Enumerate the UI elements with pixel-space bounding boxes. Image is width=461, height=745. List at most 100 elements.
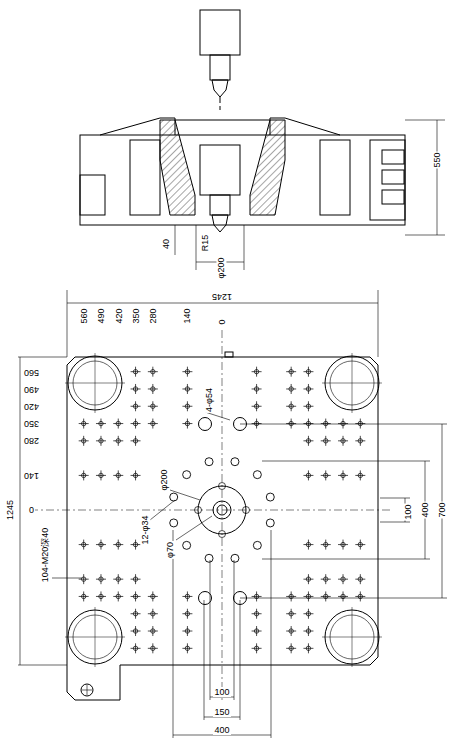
hole [118,470,119,480]
hole [135,643,136,653]
bolt-hole [253,471,261,479]
hole [187,384,188,394]
hole [187,401,188,411]
hole [343,436,344,446]
hole [187,419,188,429]
center-line [95,353,96,413]
hole [100,540,101,550]
bolt-hole [266,519,274,527]
dimension-label: 40 [161,238,171,250]
hole [187,643,188,653]
dimension-label: 100 [403,503,413,520]
hole [308,401,309,411]
hole [135,574,136,584]
hole [135,419,136,429]
hole [325,540,326,550]
hole [256,384,257,394]
center-line [352,353,353,413]
hole [291,401,292,411]
hole [135,367,136,377]
hole [135,470,136,480]
hole [187,609,188,619]
bolt-hole [205,554,213,562]
hole [308,626,309,636]
bolt-hole [231,458,239,466]
hole [256,609,257,619]
hole [187,367,188,377]
hole [135,591,136,601]
bolt-hole [183,471,191,479]
hole [83,419,84,429]
dimension-label: 0 [217,318,227,325]
bolt-hole [199,418,212,431]
bolt-hole [195,507,202,514]
dimension-label: 12-φ34 [140,515,150,546]
dimension-label: 104-M20深40 [40,527,50,584]
dimension-label: 1245 [211,292,233,302]
hole [360,436,361,446]
hole [325,574,326,584]
bolt-hole [170,519,178,527]
dimension-label: 550 [432,151,442,168]
hole [343,419,344,429]
hole [118,574,119,584]
hole [100,436,101,446]
hole [152,643,153,653]
dimension-label: 490 [23,385,40,395]
hole [256,591,257,601]
dimension-label: 560 [79,307,89,324]
hole [152,367,153,377]
bolt-hole [199,592,212,605]
hole [152,609,153,619]
hole [291,643,292,653]
bolt-hole [219,483,226,490]
hole [187,626,188,636]
dimension-label: φ200 [159,469,169,492]
hole [256,626,257,636]
hole [308,419,309,429]
hole [135,436,136,446]
hole [291,609,292,619]
dimension-label: φ200 [216,257,226,280]
bolt-hole [266,493,274,501]
hole [308,384,309,394]
hole [135,540,136,550]
hole [100,591,101,601]
hole [256,643,257,653]
bolt-hole [205,458,213,466]
hole [291,384,292,394]
hole [308,436,309,446]
dimension-label: 420 [114,307,124,324]
hole [343,591,344,601]
dimension-label: 280 [148,307,158,324]
hole [83,470,84,480]
hole [118,436,119,446]
hole [360,540,361,550]
hole [135,626,136,636]
dimension-label: 350 [131,307,141,324]
bolt-hole [183,541,191,549]
dimension-label: 560 [23,368,40,378]
hole [343,540,344,550]
hole [83,540,84,550]
hole [152,419,153,429]
dimension-label: 0 [28,505,35,515]
hole [343,574,344,584]
center-line [95,607,96,667]
hole [360,591,361,601]
dimension-label: 490 [96,307,106,324]
hole [256,401,257,411]
hole [325,470,326,480]
hole [308,574,309,584]
hole [135,384,136,394]
dimension-label: 150 [213,707,230,717]
hole [343,470,344,480]
hole [152,591,153,601]
bolt-hole [243,507,250,514]
hole [291,626,292,636]
hole [152,626,153,636]
hole [325,591,326,601]
hole [100,419,101,429]
hole [308,643,309,653]
hole [308,470,309,480]
